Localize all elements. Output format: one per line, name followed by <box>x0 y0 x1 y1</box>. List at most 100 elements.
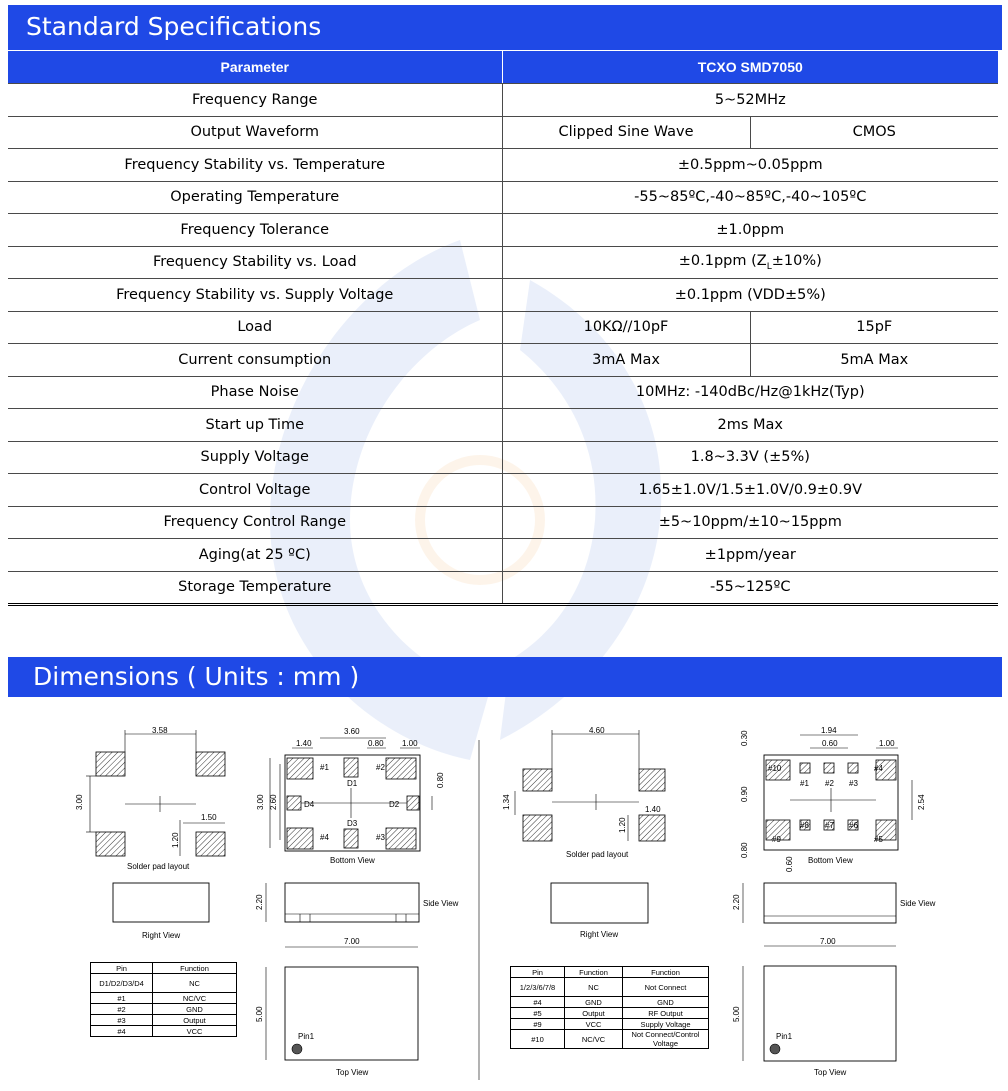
dim-label: 3.00 <box>75 794 84 810</box>
svg-text:#5: #5 <box>874 835 883 844</box>
svg-text:5.00: 5.00 <box>255 1006 264 1022</box>
param-cell: Control Voltage <box>8 473 502 507</box>
svg-text:0.80: 0.80 <box>436 772 445 788</box>
svg-text:1.40: 1.40 <box>296 739 312 748</box>
svg-text:1.00: 1.00 <box>402 739 418 748</box>
svg-text:1.00: 1.00 <box>879 739 895 748</box>
param-cell: Frequency Stability vs. Temperature <box>8 148 502 182</box>
spec-section-banner: Standard Specifications <box>8 5 1002 50</box>
table-row: Control Voltage 1.65±1.0V/1.5±1.0V/0.9±0… <box>8 473 999 507</box>
right-solder-pad-layout: 4.60 1.34 1.40 1.20 Solder pad layout <box>502 726 666 859</box>
solder-pad <box>95 751 126 777</box>
spec-section-title: Standard Specifications <box>26 12 322 41</box>
svg-text:#10: #10 <box>768 764 782 773</box>
svg-text:#4: #4 <box>874 764 883 773</box>
svg-text:Top View: Top View <box>336 1068 369 1077</box>
dimensions-section-title: Dimensions ( Units : mm ) <box>33 662 360 691</box>
value-cell: 2ms Max <box>501 408 999 442</box>
value-cell: 1.8~3.3V (±5%) <box>501 441 999 474</box>
param-cell: Frequency Stability vs. Supply Voltage <box>8 278 502 312</box>
param-cell: Frequency Tolerance <box>8 213 502 247</box>
spec-header-row: Parameter TCXO SMD7050 <box>8 51 999 84</box>
svg-text:#6: #6 <box>849 821 858 830</box>
svg-text:#1: #1 <box>320 763 329 772</box>
table-row: Output Waveform Clipped Sine Wave CMOS <box>8 116 999 149</box>
svg-text:Side View: Side View <box>900 899 936 908</box>
header-parameter: Parameter <box>8 51 502 84</box>
left-solder-pad-layout: 3.58 3.00 1.50 1.20 Solder pad layout <box>75 726 226 871</box>
header-model: TCXO SMD7050 <box>501 51 999 84</box>
right-top-view: 7.00 5.00 Pin1 Top View <box>732 937 897 1077</box>
svg-text:#4: #4 <box>320 833 329 842</box>
svg-text:1.40: 1.40 <box>645 805 661 814</box>
right-right-view: Right View <box>550 882 649 939</box>
svg-text:7.00: 7.00 <box>344 937 360 946</box>
table-row: Frequency Stability vs. Load ±0.1ppm (ZL… <box>8 246 999 279</box>
svg-text:3.60: 3.60 <box>344 727 360 736</box>
svg-text:#8: #8 <box>800 821 809 830</box>
left-right-view: Right View <box>112 882 210 940</box>
value-cell: 10MHz: -140dBc/Hz@1kHz(Typ) <box>501 376 999 409</box>
svg-text:Top View: Top View <box>814 1068 847 1077</box>
svg-text:Bottom View: Bottom View <box>330 856 375 865</box>
table-row: Phase Noise 10MHz: -140dBc/Hz@1kHz(Typ) <box>8 376 999 409</box>
right-bottom-view: #10 #1 #2 #3 #4 #8 #7 #6 #9 #5 1.94 0.60… <box>740 726 926 872</box>
solder-pad <box>95 831 126 857</box>
pin1-marker-icon <box>769 1043 781 1055</box>
svg-text:D1: D1 <box>347 779 358 788</box>
param-cell: Load <box>8 311 502 344</box>
value-cell: ±1.0ppm <box>501 213 999 247</box>
svg-text:#1: #1 <box>800 779 809 788</box>
table-row: Supply Voltage 1.8~3.3V (±5%) <box>8 441 999 474</box>
svg-text:Side View: Side View <box>423 899 459 908</box>
param-cell: Supply Voltage <box>8 441 502 474</box>
svg-text:7.00: 7.00 <box>820 937 836 946</box>
value-cell: ±0.1ppm (VDD±5%) <box>501 278 999 312</box>
svg-text:3.00: 3.00 <box>256 794 265 810</box>
table-row: Frequency Range 5~52MHz <box>8 83 999 117</box>
param-cell: Frequency Control Range <box>8 506 502 539</box>
svg-text:2.60: 2.60 <box>269 794 278 810</box>
table-row: Frequency Tolerance ±1.0ppm <box>8 213 999 247</box>
spec-table: Parameter TCXO SMD7050 Frequency Range 5… <box>8 51 999 606</box>
value-cell: 5~52MHz <box>501 83 999 117</box>
left-top-view: 7.00 5.00 Pin1 Top View <box>255 937 419 1077</box>
svg-text:#2: #2 <box>376 763 385 772</box>
svg-text:0.90: 0.90 <box>740 786 749 802</box>
svg-text:0.60: 0.60 <box>785 856 794 872</box>
table-row: Load 10KΩ//10pF 15pF <box>8 311 999 344</box>
svg-text:Pin1: Pin1 <box>298 1032 315 1041</box>
svg-text:#9: #9 <box>772 835 781 844</box>
svg-text:D2: D2 <box>389 800 400 809</box>
solder-pad <box>195 831 226 857</box>
svg-text:#7: #7 <box>825 821 834 830</box>
table-row: Storage Temperature -55~125ºC <box>8 571 999 606</box>
svg-text:D4: D4 <box>304 800 315 809</box>
table-row: Aging(at 25 ºC) ±1ppm/year <box>8 538 999 572</box>
svg-text:0.80: 0.80 <box>740 842 749 858</box>
svg-text:5.00: 5.00 <box>732 1006 741 1022</box>
param-cell: Current consumption <box>8 343 502 377</box>
table-row: Operating Temperature -55~85ºC,-40~85ºC,… <box>8 181 999 214</box>
pin1-marker-icon <box>291 1043 303 1055</box>
svg-text:#2: #2 <box>825 779 834 788</box>
table-row: Start up Time 2ms Max <box>8 408 999 442</box>
svg-text:0.80: 0.80 <box>368 739 384 748</box>
dim-label: 1.20 <box>171 832 180 848</box>
value-cell: 1.65±1.0V/1.5±1.0V/0.9±0.9V <box>501 473 999 507</box>
svg-text:Bottom View: Bottom View <box>808 856 853 865</box>
value-cell: ±5~10ppm/±10~15ppm <box>501 506 999 539</box>
svg-text:Solder pad layout: Solder pad layout <box>566 850 629 859</box>
param-cell: Phase Noise <box>8 376 502 409</box>
table-row: Frequency Stability vs. Supply Voltage ±… <box>8 278 999 312</box>
svg-text:1.94: 1.94 <box>821 726 837 735</box>
param-cell: Start up Time <box>8 408 502 442</box>
svg-text:2.54: 2.54 <box>917 794 926 810</box>
value-cell: -55~85ºC,-40~85ºC,-40~105ºC <box>501 181 999 214</box>
dimension-drawing-canvas: 3.58 3.00 1.50 1.20 Solder pad layout #1… <box>75 726 936 1080</box>
value-cell: ±1ppm/year <box>501 538 999 572</box>
value-cell: 3mA Max <box>501 343 750 377</box>
solder-pad <box>195 751 226 777</box>
left-bottom-view: #1 #2 #3 #4 D1 D2 D3 D4 3.60 1.40 0.80 1… <box>256 727 445 865</box>
